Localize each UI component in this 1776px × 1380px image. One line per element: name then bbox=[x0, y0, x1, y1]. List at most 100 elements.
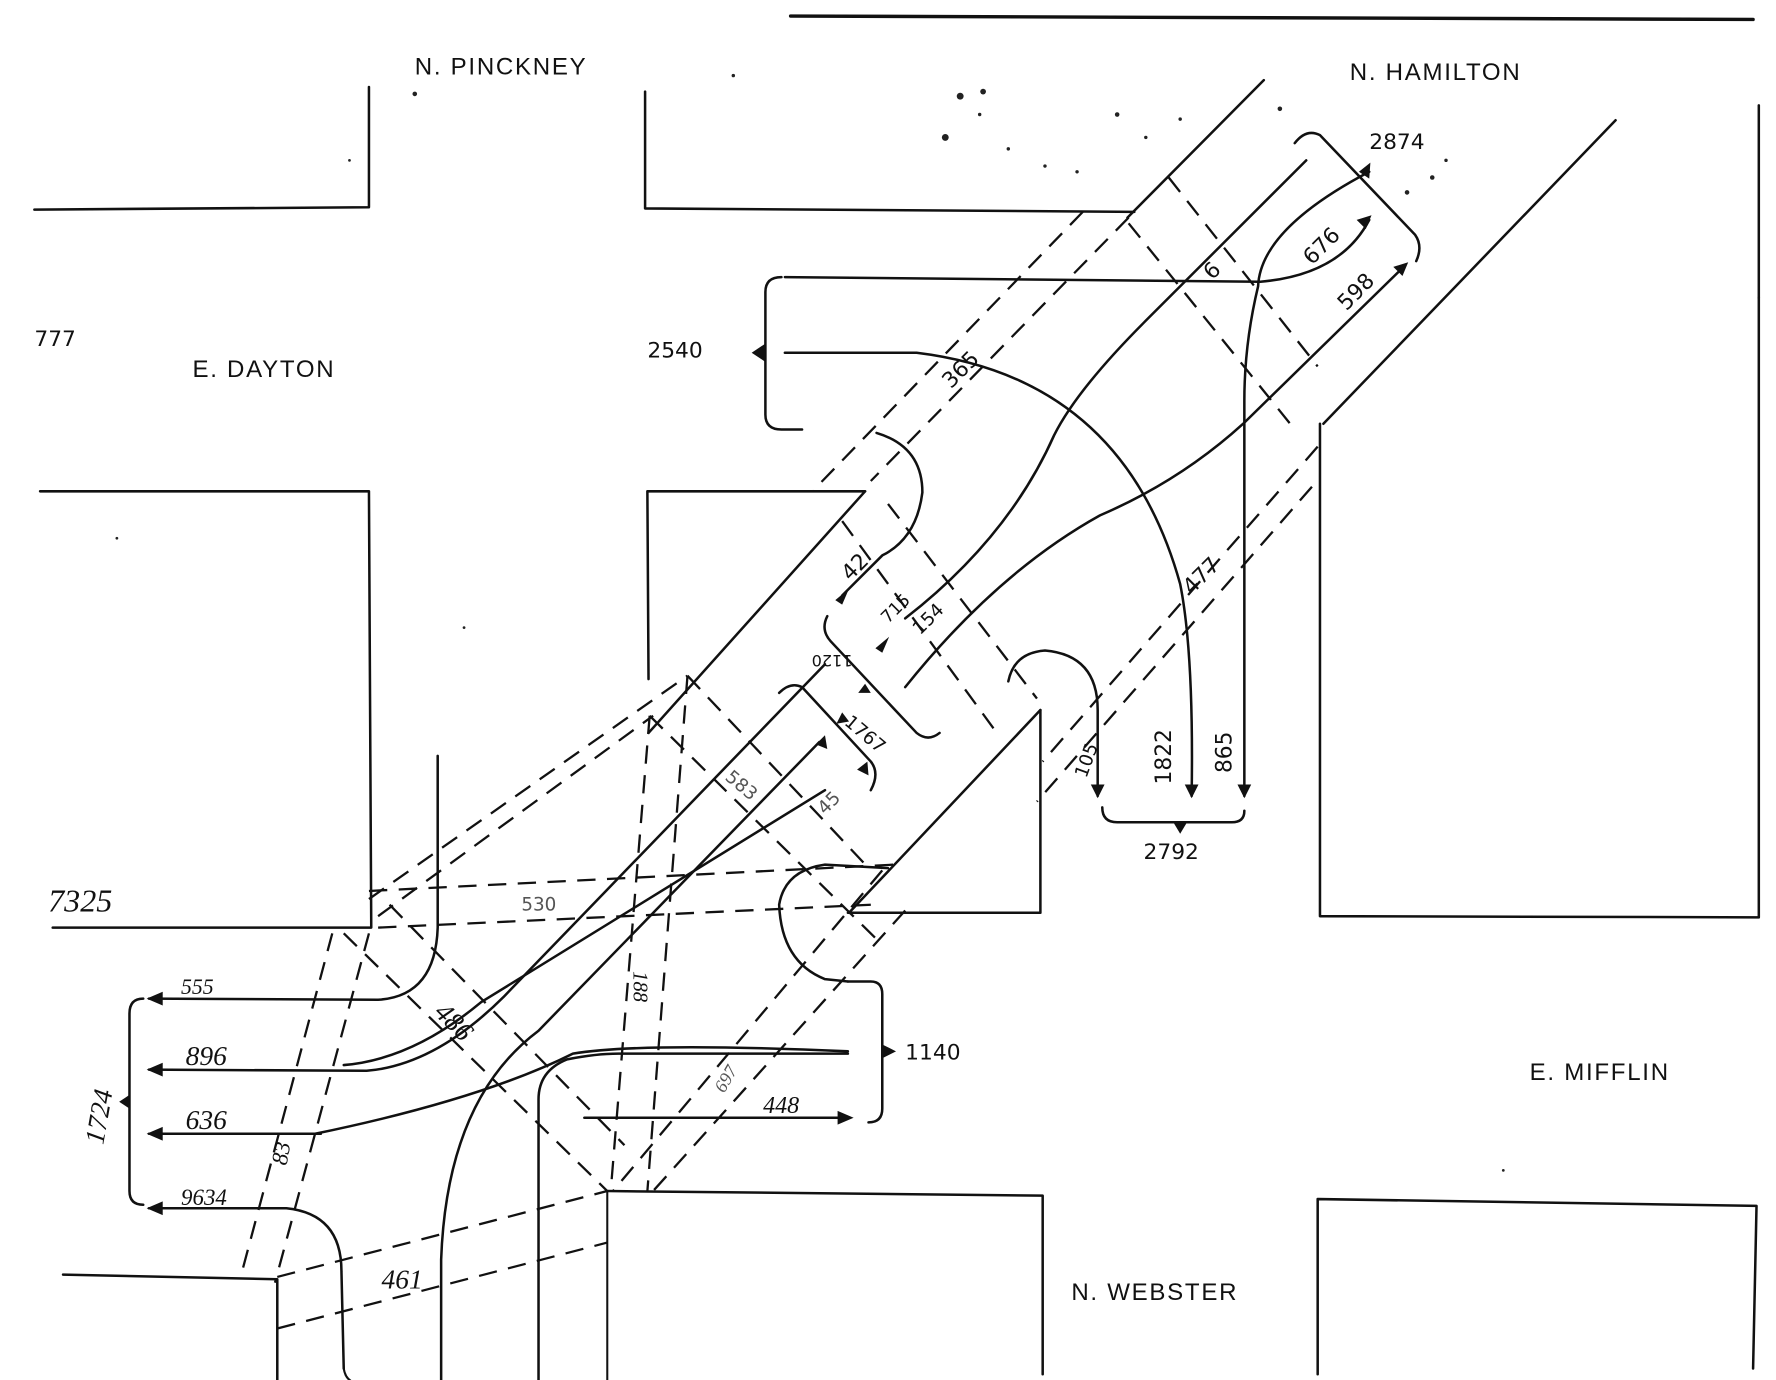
crosswalk-middle-b bbox=[686, 674, 872, 872]
crosswalk-central-a bbox=[841, 520, 998, 734]
street-label-e-mifflin: E. MIFFLIN bbox=[1530, 1059, 1670, 1086]
arrow-896-icon bbox=[146, 1062, 163, 1077]
bracket-mifflin-2792 bbox=[1101, 806, 1246, 824]
crosswalk-pinckney-a bbox=[368, 863, 894, 893]
crosswalk-northeast-a bbox=[1167, 176, 1319, 368]
crosswalk-south-a bbox=[276, 1189, 608, 1279]
block-northwest bbox=[33, 85, 371, 211]
flow-west-9634 bbox=[147, 1206, 346, 1370]
total-1140: 1140 bbox=[905, 1040, 960, 1065]
total-2540: 2540 bbox=[647, 338, 702, 363]
arrow-555-icon bbox=[146, 991, 163, 1006]
flow-hamilton-inner bbox=[903, 159, 1308, 620]
crosswalk-southwest-b bbox=[273, 933, 371, 1283]
arrow-715-icon bbox=[875, 636, 890, 653]
crosswalks bbox=[239, 176, 1319, 1330]
block-south-center bbox=[606, 1189, 1044, 1376]
volume-636: 636 bbox=[186, 1105, 227, 1135]
crosswalk-southeast-b bbox=[652, 909, 907, 1192]
flow-west-896 bbox=[147, 662, 827, 1073]
block-center-lower bbox=[846, 708, 1042, 915]
flow-hamilton-676 bbox=[1243, 170, 1371, 798]
arrow-676-icon bbox=[1356, 215, 1372, 230]
total-1120: 1120 bbox=[812, 651, 853, 670]
flow-mifflin-uturn bbox=[777, 863, 890, 983]
volume-83: 83 bbox=[267, 1140, 296, 1167]
flow-center-c bbox=[313, 1046, 850, 1136]
volume-676: 676 bbox=[1299, 223, 1346, 270]
arrowheads bbox=[119, 162, 1409, 1216]
volume-583: 583 bbox=[721, 767, 761, 806]
volume-715: 715 bbox=[877, 590, 914, 627]
flow-dayton-top bbox=[783, 218, 1371, 283]
volume-365: 365 bbox=[938, 347, 985, 394]
arrow-448-icon bbox=[837, 1110, 854, 1125]
volume-461: 461 bbox=[382, 1264, 423, 1294]
volume-865: 865 bbox=[1213, 732, 1238, 774]
movement-volumes: 676 598 6 365 42 715 154 477 105 1822 86… bbox=[181, 223, 1380, 1294]
volume-530: 530 bbox=[521, 894, 556, 915]
arrow-2874-icon bbox=[1358, 162, 1371, 179]
volume-154: 154 bbox=[909, 600, 949, 640]
crosswalk-dayton-a bbox=[812, 211, 1084, 491]
block-center bbox=[646, 490, 867, 681]
arrow-2792-icon bbox=[1173, 822, 1188, 834]
volume-555: 555 bbox=[181, 975, 214, 999]
volume-188: 188 bbox=[629, 971, 651, 1003]
street-label-e-dayton: E. DAYTON bbox=[192, 356, 335, 383]
flow-center-a bbox=[537, 1052, 850, 1380]
crosswalk-southwest-a bbox=[239, 933, 334, 1278]
arrow-1724-icon bbox=[119, 1094, 130, 1109]
bracket-west-1724 bbox=[128, 997, 145, 1207]
crosswalk-middle-a bbox=[648, 714, 884, 946]
street-labels: N. PINCKNEY N. HAMILTON E. DAYTON E. MIF… bbox=[192, 53, 1670, 1306]
bracket-mifflin-1140 bbox=[846, 980, 884, 1124]
crosswalk-pinckney-b bbox=[378, 903, 871, 929]
total-7325: 7325 bbox=[48, 883, 112, 919]
crosswalk-vertical-a bbox=[609, 715, 651, 1192]
volume-598: 598 bbox=[1333, 269, 1380, 316]
bracket-hamilton bbox=[1293, 131, 1421, 263]
southwest-bottom-bracket bbox=[342, 1367, 352, 1380]
volume-1822: 1822 bbox=[1152, 729, 1177, 784]
bracket-center-island-1120 bbox=[823, 614, 941, 739]
volume-486: 486 bbox=[429, 997, 480, 1048]
crosswalk-west-a bbox=[368, 674, 689, 900]
total-1724: 1724 bbox=[79, 1087, 118, 1147]
street-label-n-pinckney: N. PINCKNEY bbox=[415, 53, 588, 80]
arrow-42-icon bbox=[835, 588, 850, 605]
arrow-1822-icon bbox=[1184, 784, 1199, 799]
crosswalk-southwest-diag-a bbox=[342, 932, 609, 1192]
arrow-center-up-a-icon bbox=[815, 735, 828, 749]
arrow-865-icon bbox=[1237, 784, 1252, 799]
street-label-n-hamilton: N. HAMILTON bbox=[1350, 59, 1522, 86]
arrow-1140-icon bbox=[882, 1044, 897, 1059]
diagonal-street-edges bbox=[647, 78, 1617, 915]
crosswalk-southwest-diag-b bbox=[388, 903, 626, 1147]
diagonal-edge-southeast bbox=[1322, 118, 1617, 425]
arrow-1120-icon bbox=[858, 683, 871, 693]
total-777: 777 bbox=[34, 327, 76, 352]
volume-9634: 9634 bbox=[181, 1185, 227, 1210]
crosswalk-vertical-b bbox=[646, 675, 689, 1192]
flow-dayton-middle bbox=[783, 351, 1194, 798]
block-east bbox=[1318, 296, 1761, 919]
top-border-line bbox=[788, 14, 1755, 22]
crosswalk-southeast-a bbox=[612, 869, 884, 1192]
bracket-dayton bbox=[764, 275, 804, 431]
diagonal-edge-northwest bbox=[1126, 78, 1266, 219]
diagonal-edge-northwest-lower bbox=[647, 490, 867, 735]
flow-center-b bbox=[439, 740, 821, 1380]
arrow-105-icon bbox=[1090, 784, 1105, 799]
crosswalk-dayton-b bbox=[869, 216, 1130, 482]
crosswalk-west-b bbox=[377, 714, 654, 918]
block-north-center bbox=[643, 90, 1136, 214]
street-label-n-webster: N. WEBSTER bbox=[1071, 1279, 1238, 1306]
crosswalk-mifflin-a bbox=[1041, 445, 1319, 763]
crosswalk-central-b bbox=[887, 503, 1038, 700]
arrow-2540-icon bbox=[751, 343, 766, 362]
volume-448: 448 bbox=[763, 1093, 799, 1119]
volume-896: 896 bbox=[186, 1041, 227, 1071]
crosswalk-mifflin-b bbox=[1036, 485, 1313, 803]
